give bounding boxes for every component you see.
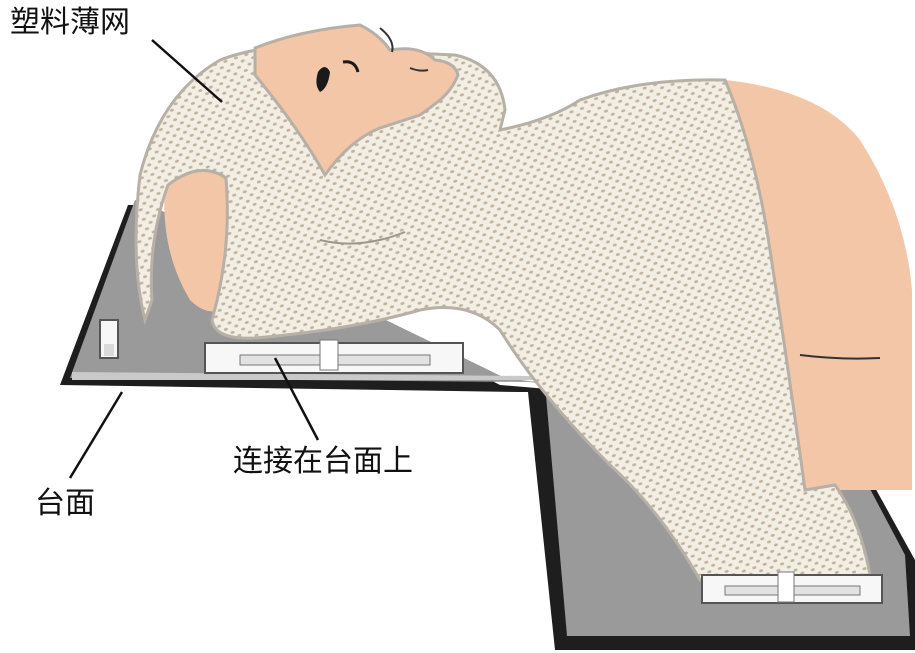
label-table-surface: 台面 [35,486,95,521]
nose-line [379,27,394,53]
label-connector: 连接在台面上 [233,444,413,479]
connector-clip-center [204,339,464,374]
connector-clip-right [701,571,883,604]
eye-closed [316,67,330,92]
leader-line-mask [151,39,223,103]
label-plastic-mesh: 塑料薄网 [10,5,130,40]
head-back-skin [164,169,235,312]
table-bevel [72,372,535,380]
plastic-mesh [134,46,872,582]
shoulder-line [799,354,881,360]
leader-line-table [68,391,124,479]
shoulder-skin [725,80,912,490]
chin-line [319,231,406,245]
mouth-line [409,67,429,72]
connector-clip-left [99,319,119,359]
face-skin [253,23,460,178]
eyebrow [342,60,360,73]
leader-line-connector [273,357,320,441]
